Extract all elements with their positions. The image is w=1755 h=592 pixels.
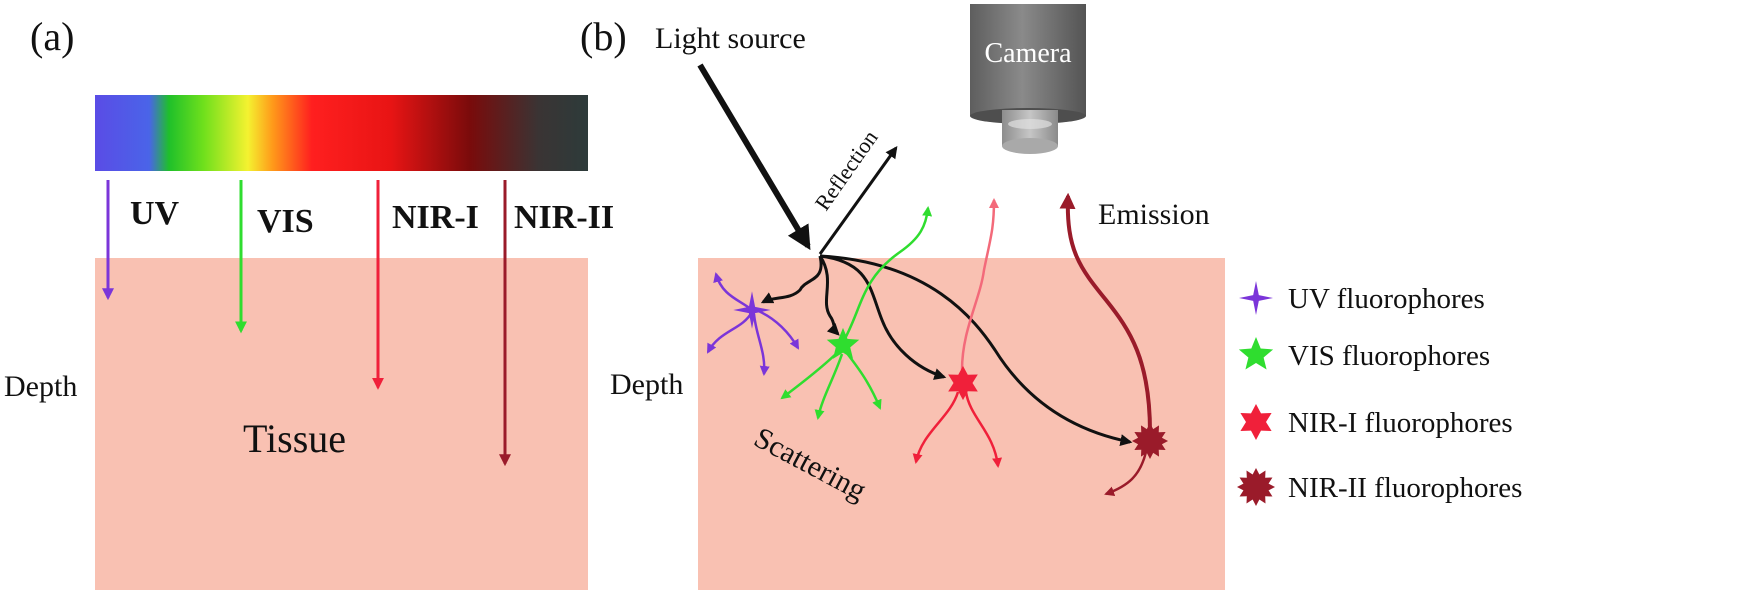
legend-item-nir1: NIR-I fluorophores <box>1240 404 1513 440</box>
nir2-emission-paths <box>1059 192 1152 496</box>
camera-body <box>970 4 1086 116</box>
nir1-fluorophore-marker <box>948 365 978 401</box>
tissue-label: Tissue <box>243 416 346 461</box>
camera-lens-glass <box>1002 138 1058 154</box>
vis-fluorophore-icon <box>1238 337 1274 370</box>
nir1-band-label: NIR-I <box>392 199 479 236</box>
nir1-emission-paths <box>912 198 1003 468</box>
camera-lens-highlight <box>1008 119 1052 129</box>
emission-label: Emission <box>1098 198 1210 231</box>
uv-fluorophore-icon <box>1239 281 1273 315</box>
spectrum-bar <box>95 95 588 171</box>
nir1-fluorophore-icon <box>1240 404 1272 440</box>
scattering-paths <box>760 254 1133 446</box>
legend: UV fluorophores VIS fluorophores NIR-I f… <box>1237 281 1522 506</box>
camera: Camera <box>970 4 1086 154</box>
vis-band-label: VIS <box>257 203 314 240</box>
legend-item-vis: VIS fluorophores <box>1238 337 1490 372</box>
nir2-fluorophore-marker <box>1131 422 1169 460</box>
panel-a: (a) UV VIS NIR-I NIR-II Depth Tissue <box>4 14 614 590</box>
legend-label-nir1: NIR-I fluorophores <box>1288 407 1513 439</box>
legend-label-nir2: NIR-II fluorophores <box>1288 472 1522 504</box>
uv-band-label: UV <box>130 195 180 232</box>
scatter-path-uv <box>760 255 823 304</box>
legend-label-uv: UV fluorophores <box>1288 283 1485 315</box>
uv-fluorophore-marker <box>733 291 771 329</box>
depth-label-a: Depth <box>4 370 77 403</box>
legend-item-uv: UV fluorophores <box>1239 281 1485 315</box>
legend-item-nir2: NIR-II fluorophores <box>1237 468 1522 506</box>
scatter-path-nir2 <box>819 254 1133 446</box>
nir2-band-label: NIR-II <box>514 199 614 236</box>
band-arrows <box>102 180 511 467</box>
legend-label-vis: VIS fluorophores <box>1288 340 1490 372</box>
scatter-path-vis <box>818 255 840 336</box>
tissue-block-b <box>698 258 1225 590</box>
depth-label-b: Depth <box>610 368 683 401</box>
camera-label: Camera <box>984 38 1072 69</box>
panel-b: (b) Light source Reflection Camera Emiss… <box>580 4 1225 590</box>
scatter-path-nir1 <box>819 254 947 380</box>
panel-b-label: (b) <box>580 14 627 59</box>
vis-fluorophore-marker <box>826 327 860 359</box>
light-source-label: Light source <box>655 22 806 55</box>
incident-light-arrow <box>697 63 811 251</box>
reflection-arrow <box>818 146 898 255</box>
reflection-label: Reflection <box>810 125 883 214</box>
panel-a-label: (a) <box>30 14 74 59</box>
nir2-fluorophore-icon <box>1237 468 1275 506</box>
